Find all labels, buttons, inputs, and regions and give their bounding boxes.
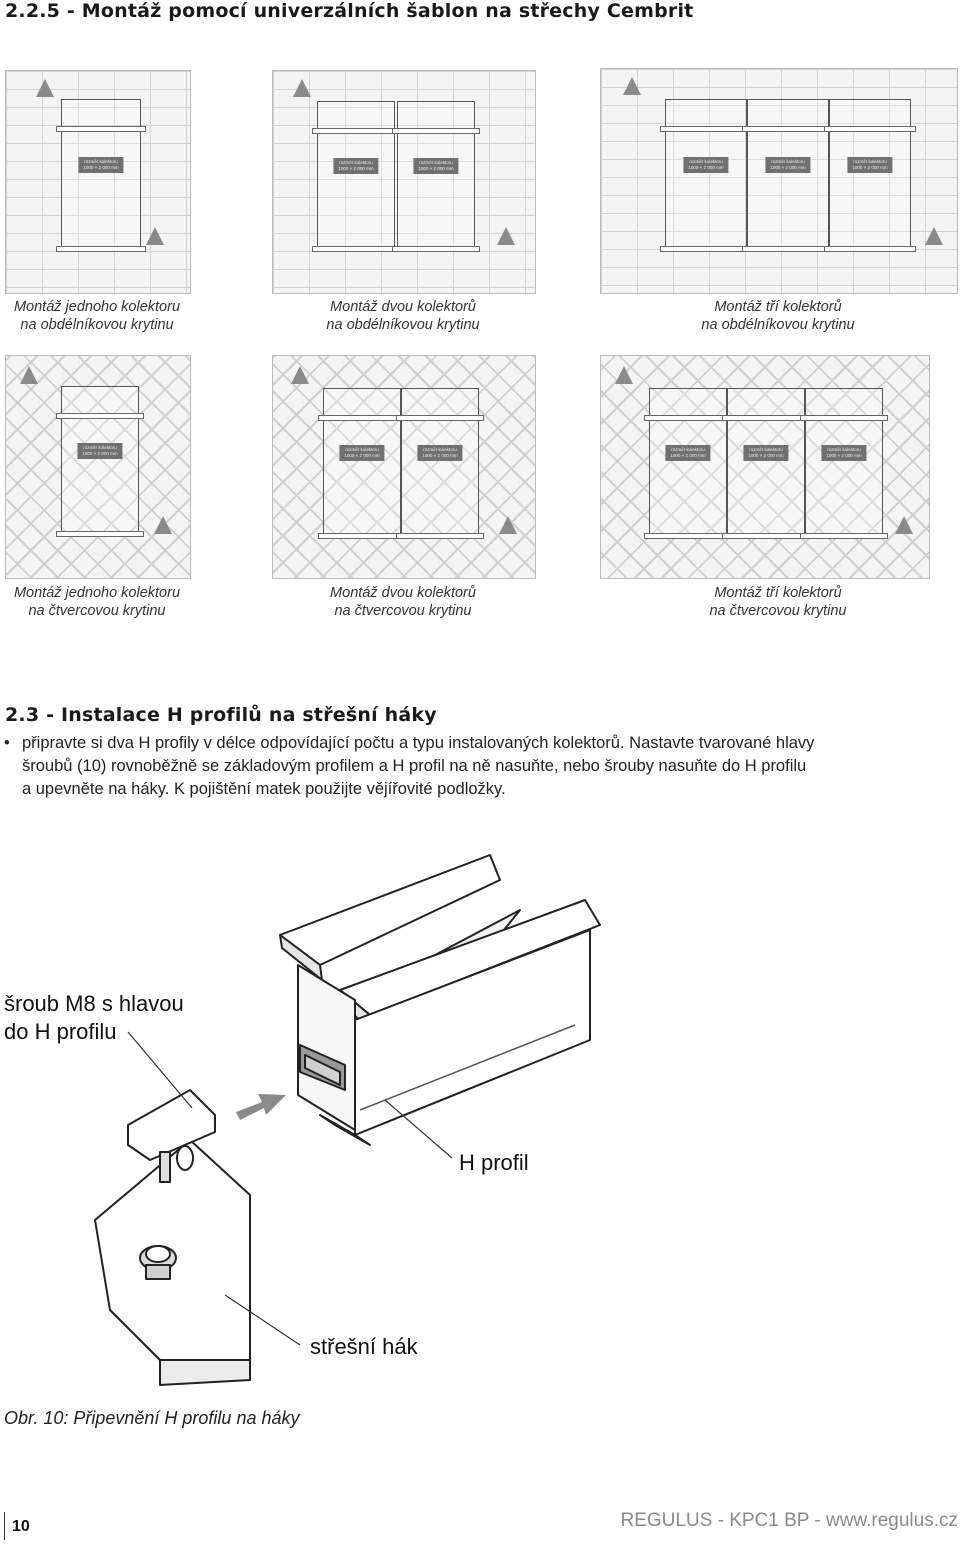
- hook-icon: [623, 77, 641, 95]
- label-screw: šroub M8 s hlavou do H profilu: [4, 991, 184, 1044]
- rail-top: [722, 415, 810, 421]
- rail-bottom: [644, 533, 732, 539]
- rail-bottom: [312, 246, 400, 252]
- section-paragraph: připravte si dva H profily v délce odpov…: [22, 734, 815, 798]
- figure-caption: Obr. 10: Připevnění H profilu na háky: [4, 1408, 300, 1428]
- rail-top: [644, 415, 732, 421]
- bullet-icon: •: [4, 734, 10, 752]
- hook-icon: [291, 366, 309, 384]
- hook-icon: [154, 516, 172, 534]
- hook-icon: [497, 227, 515, 245]
- hook-icon: [20, 366, 38, 384]
- rail-top: [312, 128, 400, 134]
- rail-top: [800, 415, 888, 421]
- footer-divider: [4, 1512, 5, 1540]
- label-h-profile: H profil: [459, 1150, 529, 1175]
- rail-bottom: [800, 533, 888, 539]
- rail-top: [56, 126, 146, 132]
- hook-icon: [925, 227, 943, 245]
- rail-top: [392, 128, 480, 134]
- rail-bottom: [56, 531, 144, 537]
- section-title: 2.3 - Instalace H profilů na střešní hák…: [5, 704, 437, 726]
- h-profile-figure: [94, 854, 601, 1386]
- page-number: 10: [12, 1518, 30, 1535]
- roof-hook-drawing: [94, 1089, 251, 1386]
- rail-bottom: [742, 246, 834, 252]
- rail-top: [56, 413, 144, 419]
- hook-icon: [895, 516, 913, 534]
- rail-top: [660, 126, 752, 132]
- footer-brand: REGULUS - KPC1 BP - www.regulus.cz: [620, 1510, 958, 1531]
- hook-icon: [615, 366, 633, 384]
- rail-bottom: [56, 246, 146, 252]
- h-profile-drawing: [279, 854, 601, 1146]
- rail-top: [396, 415, 484, 421]
- rail-top: [318, 415, 406, 421]
- rail-top: [824, 126, 916, 132]
- rail-bottom: [722, 533, 810, 539]
- rail-bottom: [660, 246, 752, 252]
- hook-icon: [499, 516, 517, 534]
- page-heading: 2.2.5 - Montáž pomocí univerzálních šabl…: [5, 0, 694, 22]
- hook-icon: [146, 227, 164, 245]
- rail-bottom: [392, 246, 480, 252]
- rail-bottom: [824, 246, 916, 252]
- hook-icon: [293, 79, 311, 97]
- label-roof-hook: střešní hák: [310, 1334, 418, 1359]
- hook-icon: [36, 79, 54, 97]
- rail-bottom: [318, 533, 406, 539]
- arrow-icon: [236, 1094, 286, 1120]
- rail-bottom: [396, 533, 484, 539]
- rail-top: [742, 126, 834, 132]
- leader-lines: [127, 1031, 453, 1346]
